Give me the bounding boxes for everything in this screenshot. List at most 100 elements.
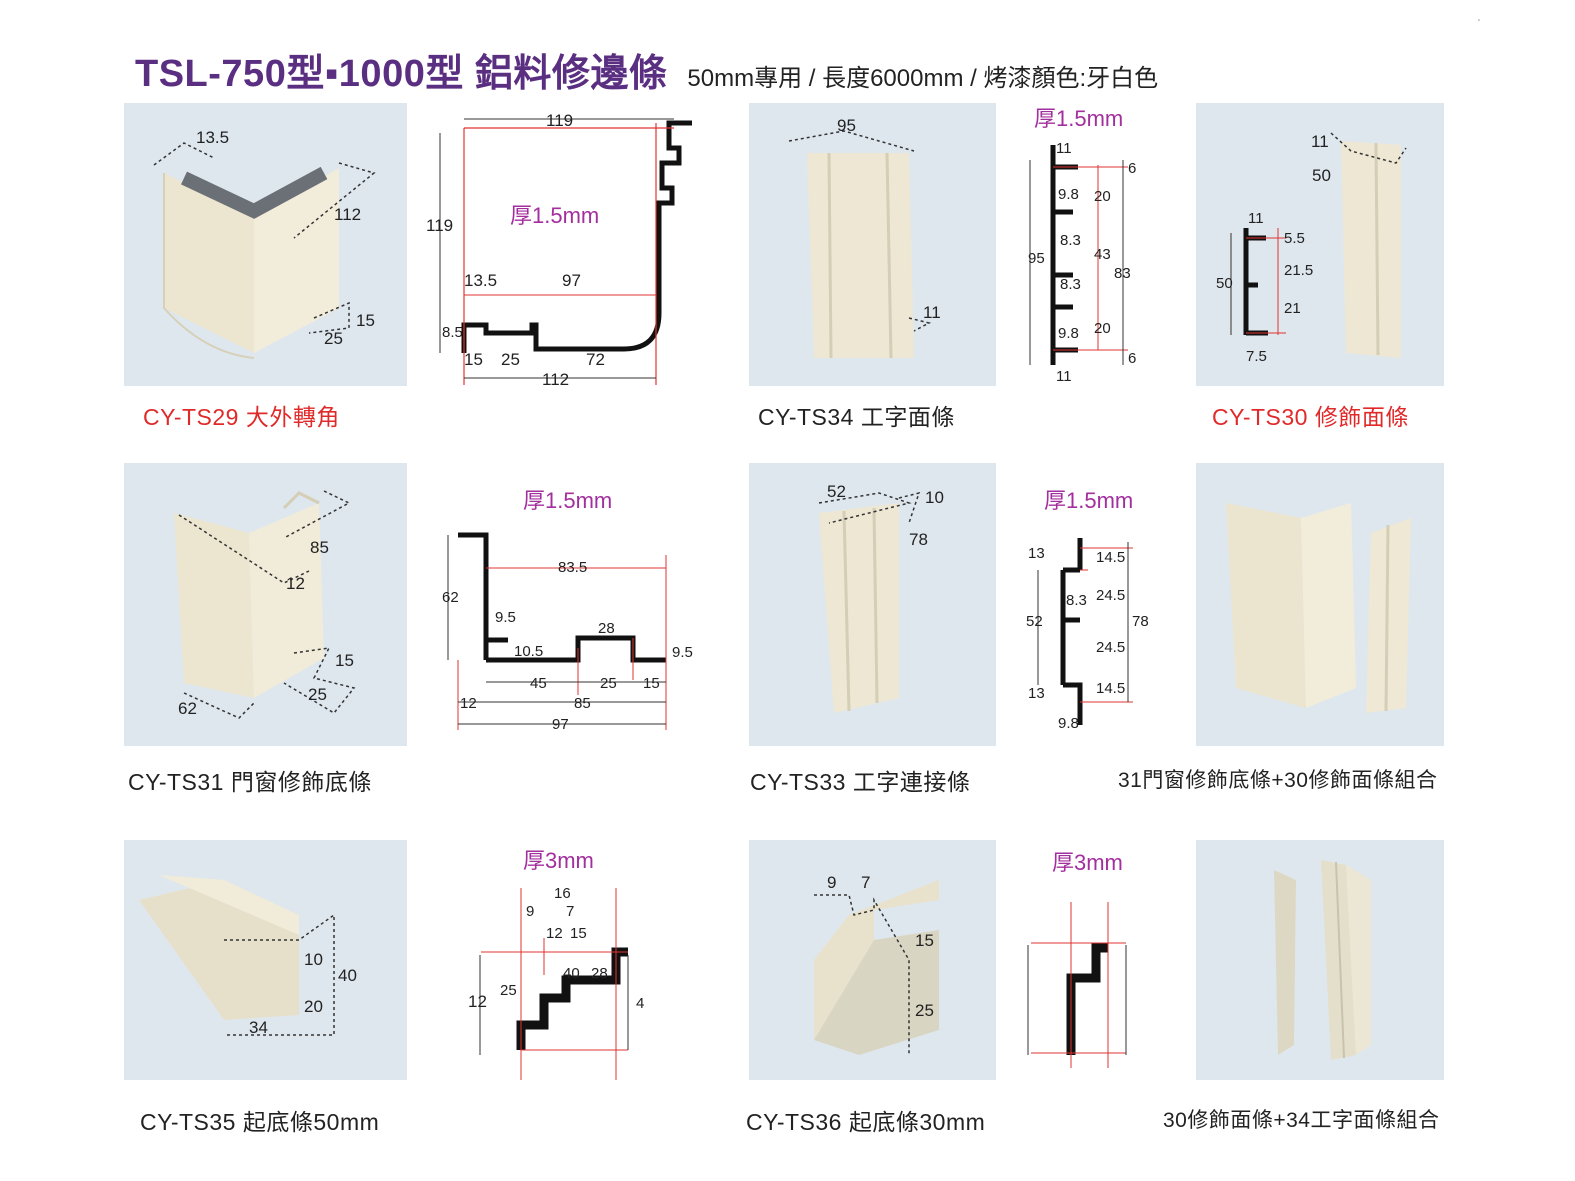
dim-label: 9 [827,873,836,892]
dim-label: 34 [249,1018,268,1037]
dim-label: 20 [304,997,323,1016]
dim-label: 6 [1128,350,1136,367]
dim-label: 4 [636,995,644,1012]
dim-label: 112 [542,370,569,389]
page-title: TSL-750型▪1000型 鋁料修邊條 [135,53,668,95]
dim-label: 9 [526,903,534,920]
dim-label: 50 [1312,166,1331,185]
dim-label: 11 [1248,210,1264,227]
dim-label: 21.5 [1284,262,1313,279]
dim-label: 24.5 [1096,587,1125,604]
dim-label: 13.5 [464,271,497,290]
caption-ts31: CY-TS31 門窗修飾底條 [128,769,372,795]
dim-label: 7 [566,903,574,920]
dim-label: 25 [308,685,327,704]
dim-label: 7 [861,873,870,892]
dim-label: 45 [530,675,547,692]
dim-label: 15 [335,651,354,670]
photo-combo-30-34 [1196,840,1444,1080]
dim-label: 20 [1094,320,1111,337]
dim-label: 9.8 [1058,715,1079,732]
dim-label: 11 [923,303,941,322]
drawing-ts29: 119 119 13.5 97 8.5 15 25 72 112 厚1.5mm [424,103,714,393]
dim-label: 10 [304,950,323,969]
dim-label: 15 [643,675,660,692]
photo-ts29: 13.5 112 15 25 [124,103,407,386]
dim-label: 62 [442,589,459,606]
dim-label: 9.5 [672,644,693,661]
dim-label: 12 [286,574,305,593]
dim-label: 7.5 [1246,348,1267,365]
thickness-label: 厚1.5mm [1034,106,1124,131]
thickness-label: 厚1.5mm [523,488,613,513]
dim-label: 95 [1028,250,1045,267]
dim-label: 40 [338,966,357,985]
dim-label: 119 [426,216,453,235]
dim-label: 10 [925,488,944,507]
dim-label: 13.5 [196,128,229,147]
dim-label: 25 [915,1001,934,1020]
dim-label: 119 [546,111,573,130]
dim-label: 9.8 [1058,186,1079,203]
photo-combo-31-30 [1196,463,1444,746]
page-subtitle: 50mm專用 / 長度6000mm / 烤漆顏色:牙白色 [687,65,1159,92]
caption-combo-30-34: 30修飾面條+34工字面條組合 [1163,1109,1440,1132]
dim-label: 15 [915,931,934,950]
dim-label: 12 [468,992,487,1011]
dim-label: 78 [1132,613,1149,630]
dim-label: 10.5 [514,643,543,660]
photo-ts35: 10 40 20 34 [124,840,407,1080]
dim-label: 25 [324,329,343,348]
photo-ts36: 9 7 15 25 [749,840,996,1080]
dim-label: 8.5 [442,324,463,341]
dim-label: 78 [909,530,928,549]
photo-ts33: 52 10 78 [749,463,996,746]
dim-label: 11 [1056,368,1072,385]
photo-ts30: 11 50 11 5.5 21.5 50 21 7.5 [1196,103,1444,386]
dim-label: 72 [586,350,605,369]
dim-label: 21 [1284,300,1301,317]
dim-label: 25 [500,982,517,999]
caption-combo-31-30: 31門窗修飾底條+30修飾面條組合 [1118,769,1438,792]
dim-label: 85 [574,695,591,712]
dim-label: 83.5 [558,559,587,576]
dim-label: 25 [600,675,617,692]
drawing-ts36 [1016,890,1156,1075]
dim-label: 9.5 [495,609,516,626]
dim-label: 50 [1216,275,1233,292]
dim-label: 6 [1128,160,1136,177]
dim-label: 52 [827,482,846,501]
dim-label: 15 [464,350,483,369]
page-header: TSL-750型▪1000型 鋁料修邊條 50mm專用 / 長度6000mm /… [135,42,1159,95]
corner-mark: ' [1478,18,1480,29]
thickness-label: 厚1.5mm [1044,488,1134,513]
dim-label: 95 [837,116,856,135]
dim-label: 20 [1094,188,1111,205]
dim-label: 24.5 [1096,639,1125,656]
dim-label: 97 [562,271,581,290]
dim-label: 28 [591,965,608,982]
caption-ts30: CY-TS30 修飾面條 [1212,404,1409,430]
dim-label: 8.3 [1060,232,1081,249]
caption-ts33: CY-TS33 工字連接條 [750,769,971,795]
drawing-ts33: 13 14.5 8.3 24.5 52 78 24.5 13 14.5 9.8 [1018,530,1158,735]
dim-label: 16 [554,885,571,902]
thickness-label: 厚3mm [1052,850,1123,875]
drawing-ts34: 11 6 9.8 20 8.3 43 95 83 8.3 9.8 20 6 11 [1018,135,1158,385]
dim-label: 12 [460,695,477,712]
caption-ts34: CY-TS34 工字面條 [758,404,955,430]
dim-label: 112 [334,205,361,224]
thickness-label: 厚1.5mm [510,203,599,228]
dim-label: 9.8 [1058,325,1079,342]
dim-label: 52 [1026,613,1043,630]
drawing-ts31: 83.5 62 9.5 10.5 28 9.5 45 25 15 12 85 9… [438,520,708,735]
dim-label: 97 [552,716,569,733]
dim-label: 8.3 [1060,276,1081,293]
dim-label: 14.5 [1096,549,1125,566]
dim-label: 11 [1311,132,1329,151]
dim-label: 83 [1114,265,1131,282]
dim-label: 14.5 [1096,680,1125,697]
dim-label: 13 [1028,545,1045,562]
caption-ts29: CY-TS29 大外轉角 [143,404,340,430]
dim-label: 43 [1094,246,1111,263]
